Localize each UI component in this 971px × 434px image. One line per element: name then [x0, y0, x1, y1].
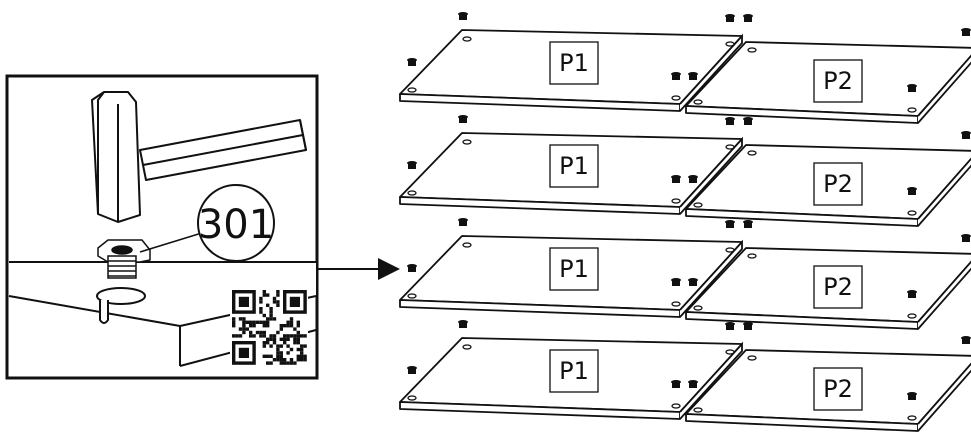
- dowel-hole: [407, 395, 417, 401]
- cam-fitting-icon: [743, 117, 753, 125]
- cam-lock-fitting-icon: [97, 239, 151, 279]
- cam-fitting-icon: [688, 380, 698, 388]
- callout-leader: [139, 231, 206, 253]
- cam-fitting-icon: [961, 131, 971, 139]
- dowel-hole: [671, 95, 681, 101]
- panel-p1: P1: [399, 29, 743, 112]
- cam-fitting-icon: [743, 14, 753, 22]
- dowel-hole: [747, 150, 757, 156]
- panel-label-box: [813, 367, 863, 411]
- dowel-hole: [907, 313, 917, 319]
- dowel-hole: [407, 293, 417, 299]
- dowel-hole: [462, 344, 472, 350]
- panel-label: P2: [823, 170, 853, 198]
- cam-fitting-icon: [671, 72, 681, 80]
- dowel-hole: [693, 305, 703, 311]
- cam-fitting-icon: [688, 175, 698, 183]
- panel-label-box: [549, 349, 599, 393]
- dowel-hole: [907, 210, 917, 216]
- panel-label: P1: [559, 152, 589, 180]
- dowel-hole: [462, 242, 472, 248]
- dowel-hole: [462, 36, 472, 42]
- cam-fitting-icon: [725, 322, 735, 330]
- qr-code-icon: [230, 288, 308, 366]
- panel-label: P2: [823, 375, 853, 403]
- cam-fitting-icon: [671, 175, 681, 183]
- dowel-hole: [462, 139, 472, 145]
- panel-p1: P1: [399, 235, 743, 318]
- dowel-hole: [725, 41, 735, 47]
- panel-p2: P2: [685, 144, 971, 227]
- cam-fitting-icon: [458, 115, 468, 123]
- cam-fitting-icon: [961, 234, 971, 242]
- cam-fitting-icon: [725, 220, 735, 228]
- cam-fitting-icon: [671, 380, 681, 388]
- panel-label-box: [813, 162, 863, 206]
- cam-fitting-icon: [407, 366, 417, 374]
- panel-p2: P2: [685, 247, 971, 330]
- detail-inset: 301: [5, 74, 319, 380]
- cam-fitting-icon: [458, 218, 468, 226]
- cam-fitting-icon: [725, 117, 735, 125]
- cam-fitting-icon: [671, 278, 681, 286]
- cam-fitting-icon: [961, 336, 971, 344]
- panel-label-box: [549, 144, 599, 188]
- panel-p2: P2: [685, 349, 971, 432]
- panel-label: P1: [559, 49, 589, 77]
- panel-label-box: [813, 265, 863, 309]
- cam-fitting-icon: [743, 220, 753, 228]
- panel-p1: P1: [399, 337, 743, 420]
- panel-label: P1: [559, 357, 589, 385]
- dowel-hole: [725, 247, 735, 253]
- part-number-label: 301: [198, 202, 274, 248]
- dowel-hole: [407, 87, 417, 93]
- cam-fitting-icon: [688, 278, 698, 286]
- panel-p2: P2: [685, 41, 971, 124]
- dowel-hole: [671, 301, 681, 307]
- panel-label: P1: [559, 255, 589, 283]
- dowel-hole: [747, 47, 757, 53]
- cam-fitting-icon: [725, 14, 735, 22]
- panel-label: P2: [823, 273, 853, 301]
- cam-fitting-icon: [907, 290, 917, 298]
- cam-fitting-icon: [743, 322, 753, 330]
- dowel-hole: [693, 407, 703, 413]
- cam-fitting-icon: [961, 28, 971, 36]
- cam-fitting-icon: [907, 84, 917, 92]
- cam-fitting-icon: [407, 161, 417, 169]
- panel-label-box: [549, 41, 599, 85]
- dowel-hole: [693, 202, 703, 208]
- panel-p1: P1: [399, 132, 743, 215]
- dowel-hole: [671, 403, 681, 409]
- dowel-hole: [693, 99, 703, 105]
- dowel-hole: [907, 415, 917, 421]
- dowel-hole: [747, 253, 757, 259]
- dowel-hole: [725, 349, 735, 355]
- part-number-circle: [197, 184, 275, 262]
- cam-fitting-icon: [458, 12, 468, 20]
- cam-fitting-icon: [907, 392, 917, 400]
- cam-fitting-icon: [688, 72, 698, 80]
- panel-label: P2: [823, 67, 853, 95]
- dowel-hole: [907, 107, 917, 113]
- panel-label-box: [549, 247, 599, 291]
- dowel-hole: [671, 198, 681, 204]
- dowel-hole: [725, 144, 735, 150]
- cam-fitting-icon: [407, 264, 417, 272]
- dowel-hole: [407, 190, 417, 196]
- dowel-hole: [747, 355, 757, 361]
- cam-fitting-icon: [458, 320, 468, 328]
- hammer-icon: [91, 91, 307, 223]
- arrow-right-icon: [318, 258, 400, 280]
- cam-fitting-icon: [907, 187, 917, 195]
- panel-label-box: [813, 59, 863, 103]
- cam-fitting-icon: [407, 58, 417, 66]
